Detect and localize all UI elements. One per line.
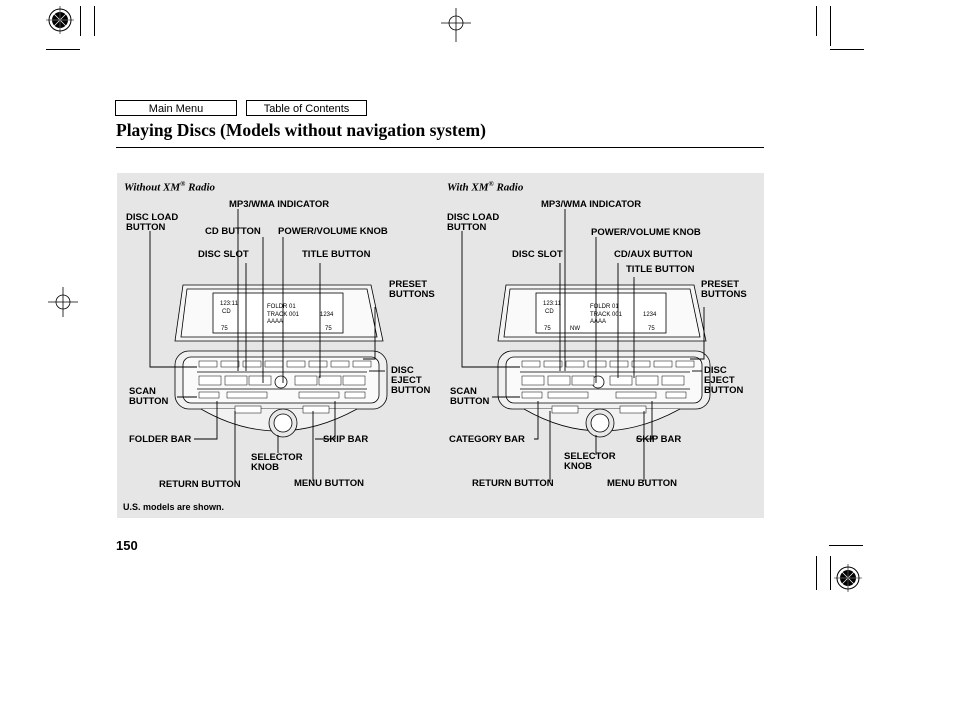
label-disc-slot: DISC SLOT bbox=[512, 249, 563, 260]
crop-mark bbox=[94, 6, 95, 36]
svg-text:75: 75 bbox=[221, 326, 228, 332]
svg-text:FOLDR 01: FOLDR 01 bbox=[590, 304, 619, 310]
label-cd-aux-button: CD/AUX BUTTON bbox=[614, 249, 693, 260]
label-line: BUTTON bbox=[704, 385, 744, 396]
label-disc-eject-button: DISC EJECT BUTTON bbox=[391, 366, 430, 396]
label-disc-load-button: DISC LOAD BUTTON bbox=[126, 213, 178, 233]
label-line: BUTTON bbox=[447, 222, 487, 233]
label-return-button: RETURN BUTTON bbox=[159, 479, 241, 490]
registration-target-icon bbox=[834, 564, 862, 592]
label-folder-bar: FOLDER BAR bbox=[129, 434, 192, 445]
heading-text: Radio bbox=[493, 181, 524, 194]
label-line: SELECTOR bbox=[251, 452, 303, 463]
svg-text:TRACK 001: TRACK 001 bbox=[267, 312, 300, 318]
label-scan-button: SCAN BUTTON bbox=[129, 387, 168, 407]
title-rule bbox=[116, 147, 764, 148]
label-selector-knob: SELECTOR KNOB bbox=[251, 453, 303, 473]
label-skip-bar: SKIP BAR bbox=[636, 434, 682, 445]
label-selector-knob: SELECTOR KNOB bbox=[564, 452, 616, 472]
label-title-button: TITLE BUTTON bbox=[626, 264, 695, 275]
svg-text:CD: CD bbox=[222, 309, 231, 315]
heading-text: Radio bbox=[185, 181, 216, 194]
label-mp3-wma-indicator: MP3/WMA INDICATOR bbox=[229, 199, 330, 210]
label-line: SCAN bbox=[129, 386, 156, 397]
crop-mark bbox=[80, 6, 81, 36]
figure-panel bbox=[117, 173, 764, 518]
heading-text: Without XM bbox=[124, 181, 181, 194]
label-line: PRESET bbox=[701, 279, 740, 290]
label-line: DISC LOAD bbox=[447, 212, 500, 223]
label-line: SELECTOR bbox=[564, 451, 616, 462]
crosshair-icon bbox=[48, 287, 78, 317]
crop-mark bbox=[830, 49, 864, 50]
page-title: Playing Discs (Models without navigation… bbox=[116, 120, 486, 140]
registered-mark: ® bbox=[488, 180, 494, 188]
svg-text:AAAA: AAAA bbox=[590, 319, 606, 325]
crop-mark bbox=[816, 556, 817, 590]
label-disc-slot: DISC SLOT bbox=[198, 249, 249, 260]
label-line: DISC bbox=[391, 365, 414, 376]
crop-mark bbox=[830, 556, 831, 590]
label-line: BUTTON bbox=[391, 385, 431, 396]
label-line: KNOB bbox=[564, 461, 592, 472]
label-power-volume-knob: POWER/VOLUME KNOB bbox=[278, 226, 388, 237]
svg-text:1234: 1234 bbox=[320, 312, 334, 318]
crop-mark bbox=[816, 6, 817, 36]
label-cd-button: CD BUTTON bbox=[205, 226, 261, 237]
label-line: BUTTON bbox=[126, 222, 166, 233]
label-menu-button: MENU BUTTON bbox=[607, 478, 678, 489]
main-menu-button[interactable]: Main Menu bbox=[115, 100, 237, 116]
right-panel-heading: With XM® Radio bbox=[447, 180, 523, 194]
label-line: PRESET bbox=[389, 279, 428, 290]
label-disc-eject-button: DISC EJECT BUTTON bbox=[704, 366, 743, 396]
label-line: EJECT bbox=[704, 375, 735, 386]
crosshair-icon bbox=[441, 8, 471, 42]
label-power-volume-knob: POWER/VOLUME KNOB bbox=[591, 227, 701, 238]
label-return-button: RETURN BUTTON bbox=[472, 478, 554, 489]
label-line: BUTTONS bbox=[701, 289, 747, 300]
registered-mark: ® bbox=[180, 180, 186, 188]
label-line: BUTTONS bbox=[389, 289, 435, 300]
label-skip-bar: SKIP BAR bbox=[323, 434, 369, 445]
crop-mark bbox=[829, 545, 863, 546]
label-scan-button: SCAN BUTTON bbox=[450, 387, 489, 407]
svg-text:CD: CD bbox=[545, 309, 554, 315]
svg-text:123:11: 123:11 bbox=[220, 301, 239, 307]
svg-text:TRACK 001: TRACK 001 bbox=[590, 312, 623, 318]
svg-text:75: 75 bbox=[648, 326, 655, 332]
crop-mark bbox=[46, 49, 80, 50]
svg-text:75: 75 bbox=[544, 326, 551, 332]
label-preset-buttons: PRESET BUTTONS bbox=[389, 280, 435, 300]
left-panel-heading: Without XM® Radio bbox=[124, 180, 215, 194]
label-line: BUTTON bbox=[129, 396, 169, 407]
label-line: KNOB bbox=[251, 462, 279, 473]
models-note: U.S. models are shown. bbox=[123, 502, 225, 512]
svg-text:123:11: 123:11 bbox=[543, 301, 562, 307]
label-mp3-wma-indicator: MP3/WMA INDICATOR bbox=[541, 199, 642, 210]
page-number: 150 bbox=[116, 538, 138, 553]
svg-text:75: 75 bbox=[325, 326, 332, 332]
heading-text: With XM bbox=[447, 181, 489, 194]
svg-text:NW: NW bbox=[570, 326, 580, 332]
svg-text:FOLDR 01: FOLDR 01 bbox=[267, 304, 296, 310]
svg-text:AAAA: AAAA bbox=[267, 319, 283, 325]
label-category-bar: CATEGORY BAR bbox=[449, 434, 525, 445]
crop-mark bbox=[830, 6, 831, 46]
label-disc-load-button: DISC LOAD BUTTON bbox=[447, 213, 499, 233]
registration-target-icon bbox=[46, 6, 74, 34]
label-line: DISC bbox=[704, 365, 727, 376]
label-line: DISC LOAD bbox=[126, 212, 179, 223]
label-preset-buttons: PRESET BUTTONS bbox=[701, 280, 747, 300]
svg-text:1234: 1234 bbox=[643, 312, 657, 318]
label-title-button: TITLE BUTTON bbox=[302, 249, 371, 260]
label-menu-button: MENU BUTTON bbox=[294, 478, 365, 489]
label-line: BUTTON bbox=[450, 396, 490, 407]
label-line: EJECT bbox=[391, 375, 422, 386]
label-line: SCAN bbox=[450, 386, 477, 397]
table-of-contents-button[interactable]: Table of Contents bbox=[246, 100, 367, 116]
